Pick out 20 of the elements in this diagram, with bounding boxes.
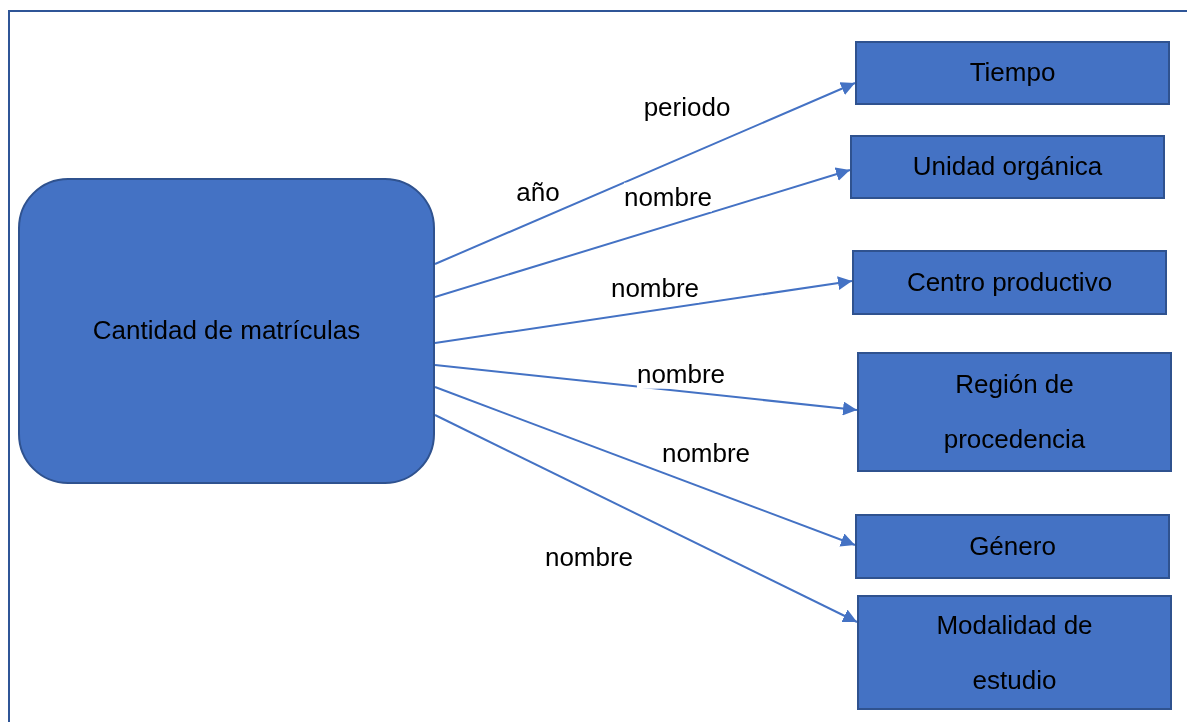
arrow xyxy=(434,167,851,298)
process-box xyxy=(855,514,1170,579)
arrow xyxy=(434,414,858,623)
node-text: Tiempo xyxy=(969,56,1056,90)
process-box xyxy=(857,595,1172,710)
arrow xyxy=(434,386,856,547)
arrow xyxy=(434,276,853,344)
node-text: Cantidad de matrículas xyxy=(92,314,361,348)
arrow xyxy=(434,364,858,416)
rounded-box xyxy=(18,178,435,484)
process-box xyxy=(850,135,1165,199)
process-box xyxy=(852,250,1167,315)
node-text: Unidad orgánica xyxy=(912,150,1103,184)
node-text: Región de procedencia xyxy=(942,368,1087,456)
process-box xyxy=(855,41,1170,105)
process-box xyxy=(857,352,1172,472)
node-text: Centro productivo xyxy=(906,265,1113,299)
node-text: Género xyxy=(969,529,1056,563)
arrow xyxy=(434,82,856,265)
node-text: Modalidad de estudio xyxy=(935,608,1094,697)
